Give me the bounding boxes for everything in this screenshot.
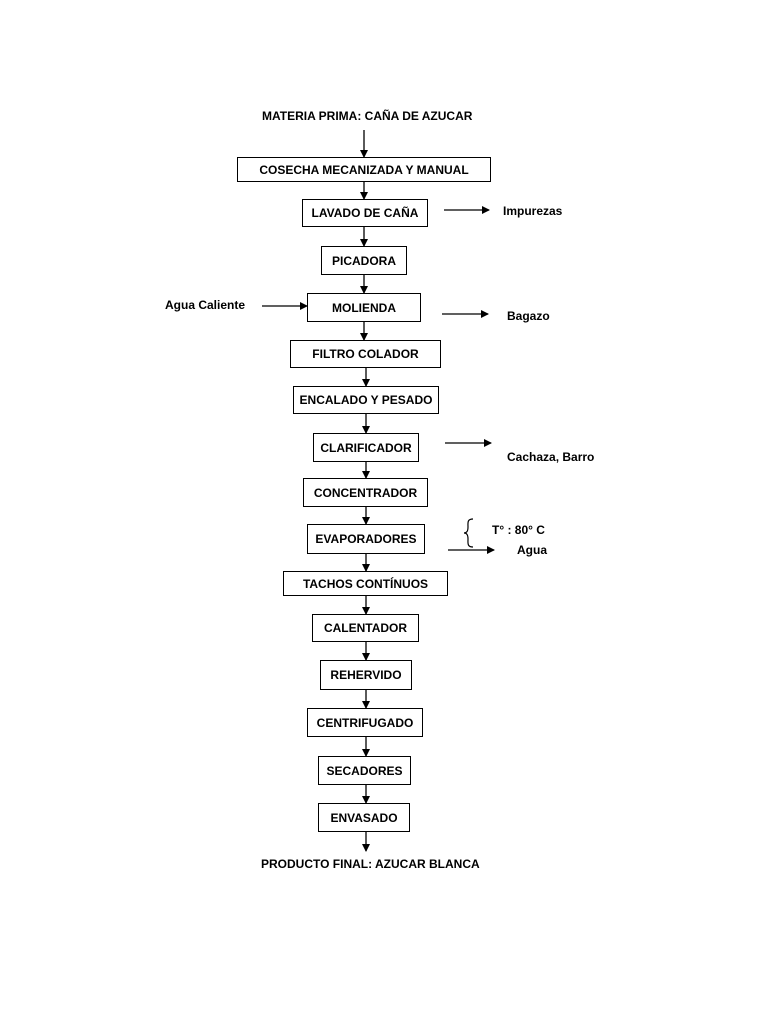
label-bagazo: Bagazo bbox=[507, 309, 550, 323]
step-centrifugado: CENTRIFUGADO bbox=[307, 708, 423, 737]
label-cachaza: Cachaza, Barro bbox=[507, 450, 595, 464]
step-clarificador: CLARIFICADOR bbox=[313, 433, 419, 462]
step-encalado: ENCALADO Y PESADO bbox=[293, 386, 439, 414]
step-calentador: CALENTADOR bbox=[312, 614, 419, 642]
step-lavado: LAVADO DE CAÑA bbox=[302, 199, 428, 227]
label-impurezas: Impurezas bbox=[503, 204, 563, 218]
step-concentrador: CONCENTRADOR bbox=[303, 478, 428, 507]
input-label: MATERIA PRIMA: CAÑA DE AZUCAR bbox=[262, 109, 473, 123]
label-agua-caliente: Agua Caliente bbox=[165, 298, 246, 312]
step-rehervido: REHERVIDO bbox=[320, 660, 412, 690]
step-evaporadores: EVAPORADORES bbox=[307, 524, 425, 554]
output-label: PRODUCTO FINAL: AZUCAR BLANCA bbox=[261, 857, 480, 871]
brace-symbol bbox=[463, 518, 474, 548]
step-tachos: TACHOS CONTÍNUOS bbox=[283, 571, 448, 596]
step-envasado: ENVASADO bbox=[318, 803, 410, 832]
step-molienda: MOLIENDA bbox=[307, 293, 421, 322]
label-agua: Agua bbox=[517, 543, 547, 557]
step-filtro-colador: FILTRO COLADOR bbox=[290, 340, 441, 368]
step-picadora: PICADORA bbox=[321, 246, 407, 275]
step-cosecha: COSECHA MECANIZADA Y MANUAL bbox=[237, 157, 491, 182]
step-secadores: SECADORES bbox=[318, 756, 411, 785]
label-temperatura: T° : 80° C bbox=[492, 523, 545, 537]
